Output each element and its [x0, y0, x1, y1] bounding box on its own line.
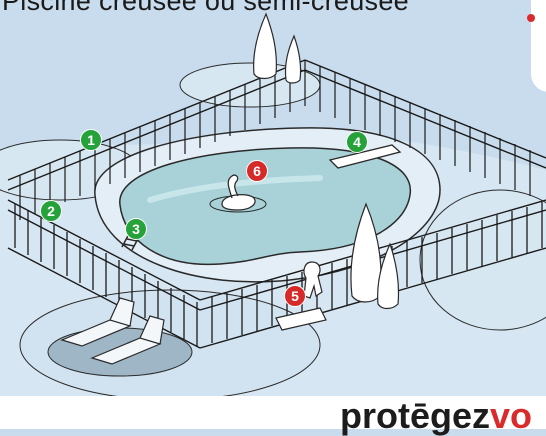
brand-logo-part1: protēgez — [340, 395, 490, 436]
marker-1[interactable]: 1 — [80, 129, 102, 151]
marker-6[interactable]: 6 — [246, 160, 268, 182]
marker-4[interactable]: 4 — [346, 131, 368, 153]
page-heading: Piscine creusée ou semi-creusée — [0, 0, 532, 17]
marker-5[interactable]: 5 — [284, 285, 306, 307]
marker-3[interactable]: 3 — [125, 218, 147, 240]
side-panel-dot — [527, 14, 535, 22]
marker-2[interactable]: 2 — [40, 200, 62, 222]
brand-logo-part2: vo — [490, 395, 532, 436]
